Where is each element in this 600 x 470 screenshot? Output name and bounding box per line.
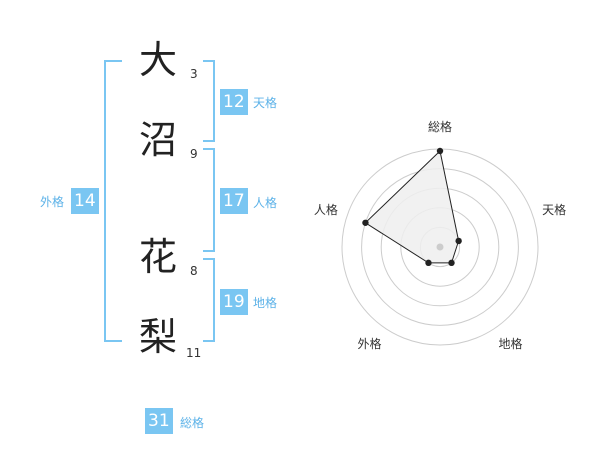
- jinkaku-badge: 17: [220, 188, 248, 214]
- radar-axis-label: 総格: [428, 119, 452, 134]
- name-char-1: 大: [138, 38, 177, 82]
- tenkaku-bracket: [203, 60, 215, 142]
- jinkaku-bracket: [203, 148, 215, 252]
- tenkaku-label: 天格: [253, 96, 278, 110]
- radar-point: [455, 237, 462, 245]
- name-char-3: 花: [138, 235, 177, 279]
- gaikaku-label: 外格: [40, 195, 65, 209]
- gaikaku-bracket: [104, 60, 122, 342]
- chikaku-label: 地格: [253, 296, 278, 310]
- name-char-2: 沼: [138, 118, 177, 162]
- radar-center-dot: [436, 243, 444, 251]
- gaikaku-badge: 14: [71, 188, 99, 214]
- radar-axis-label: 地格: [499, 336, 523, 351]
- radar-shape: [364, 150, 460, 264]
- radar-point: [425, 259, 432, 267]
- radar-axis-label: 天格: [542, 202, 566, 217]
- soukaku-badge: 31: [145, 408, 173, 434]
- stroke-count-4: 11: [186, 346, 202, 360]
- tenkaku-badge: 12: [220, 89, 248, 115]
- stroke-count-2: 9: [190, 147, 198, 161]
- radar-point: [362, 219, 369, 226]
- radar-axis-label: 人格: [314, 202, 338, 217]
- stroke-count-1: 3: [190, 67, 198, 81]
- chikaku-bracket: [203, 258, 215, 342]
- name-char-4: 梨: [138, 315, 177, 359]
- jinkaku-label: 人格: [253, 196, 278, 210]
- soukaku-label: 総格: [180, 416, 205, 430]
- stroke-count-3: 8: [190, 264, 198, 278]
- radar-axis-label: 外格: [357, 336, 381, 351]
- radar-point: [436, 147, 444, 155]
- radar-point: [448, 259, 455, 267]
- chikaku-badge: 19: [220, 289, 248, 315]
